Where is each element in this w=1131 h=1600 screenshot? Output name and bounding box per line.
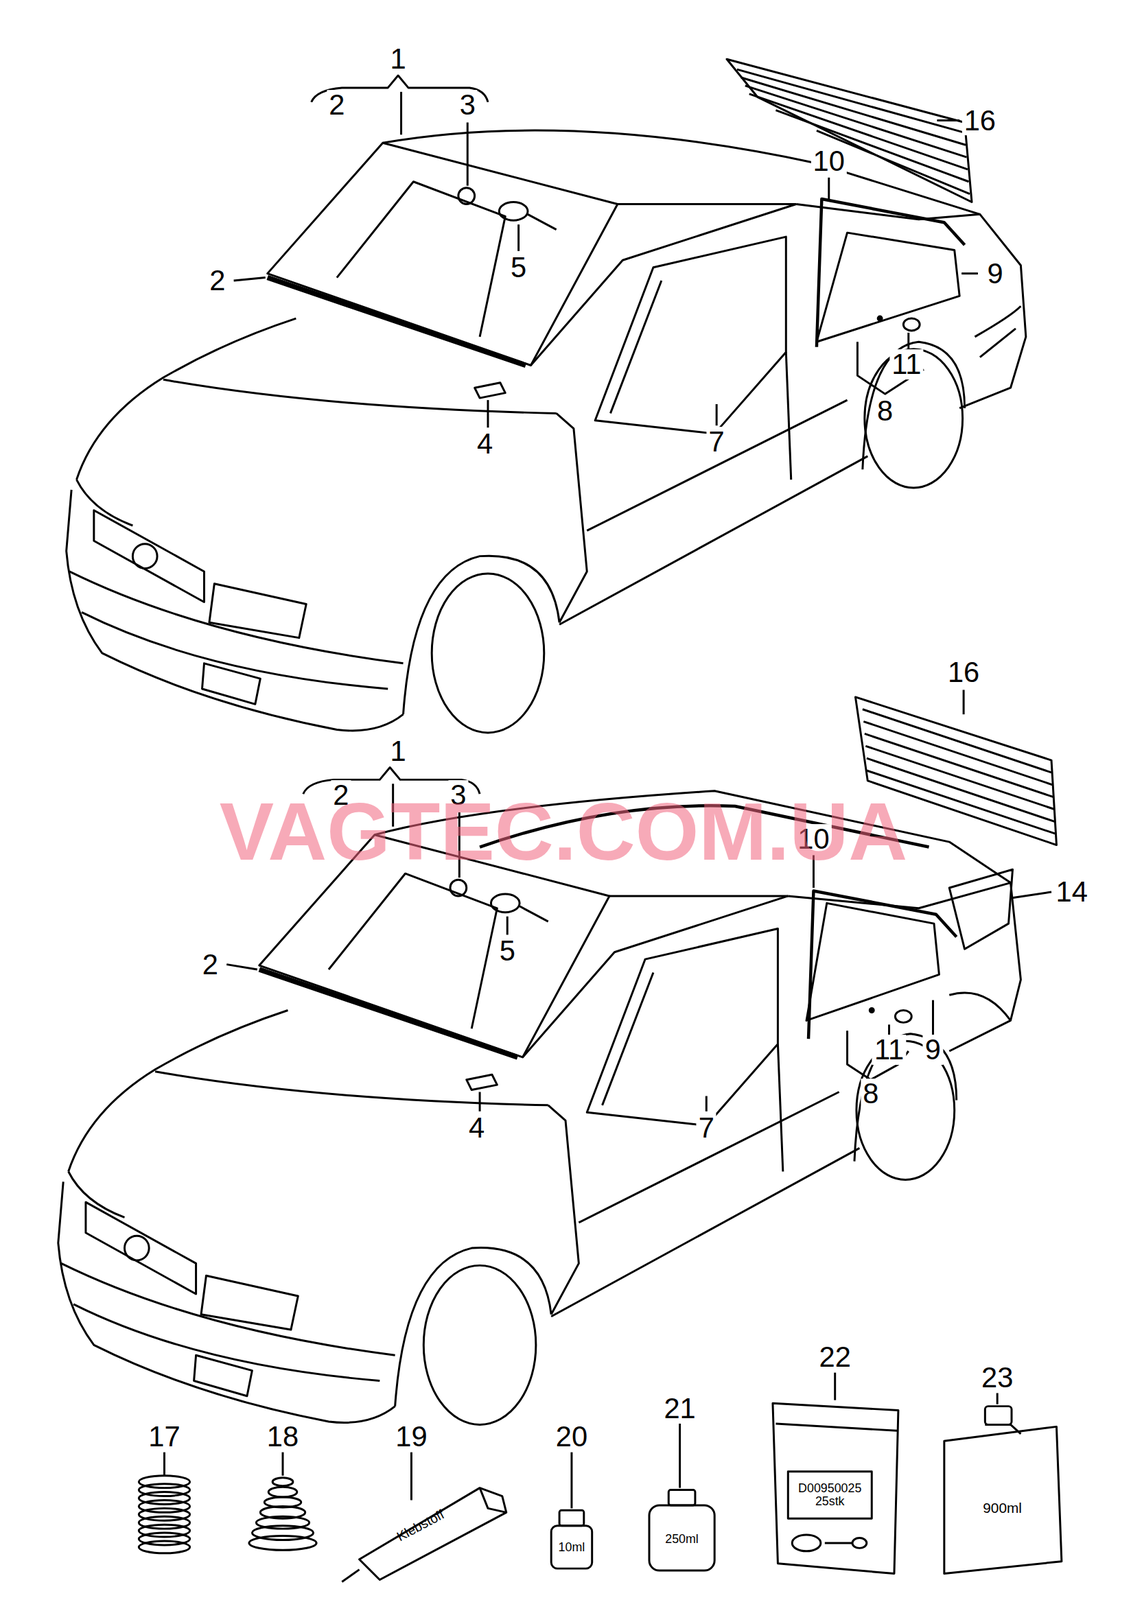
callout-number: 1 [387,736,408,767]
callout-number: 11 [872,1035,906,1066]
callout-number: 2 [207,265,228,296]
callout-number: 3 [457,89,478,121]
callout-number: 17 [146,1421,182,1453]
callout-number: 2 [200,949,221,981]
callout-number: 7 [696,1113,717,1144]
callout-number: 21 [661,1393,698,1425]
callout-number: 22 [817,1342,854,1373]
watermark: VAGTEC.COM.UA [219,789,908,876]
product-text: D00950025 25stk [789,1482,871,1508]
callout-number: 8 [860,1079,881,1110]
callout-number: 11 [889,349,924,380]
callout-number: 2 [326,89,347,121]
callout-number: 16 [962,105,998,136]
callout-number: 20 [553,1421,590,1453]
callout-number: 7 [706,426,727,458]
callout-number: 9 [923,1035,943,1066]
callout-number: 4 [474,428,495,460]
callout-number: 5 [497,936,518,967]
callout-number: 1 [387,43,408,75]
callout-number: 4 [466,1113,487,1144]
callout-number: 10 [811,146,847,177]
product-text: 10ml [558,1540,586,1554]
product-text: 900ml [982,1500,1022,1517]
callout-number: 9 [985,258,1006,289]
product-text: Klebstoff [394,1507,447,1545]
callout-number: 19 [393,1421,429,1453]
product-text: 250ml [665,1533,699,1547]
callout-number: 14 [1054,877,1090,908]
callout-number: 23 [979,1362,1016,1394]
callout-number: 18 [264,1421,301,1453]
callout-number: 16 [945,657,982,688]
callout-number: 5 [508,252,529,283]
callout-number: 8 [875,396,895,427]
